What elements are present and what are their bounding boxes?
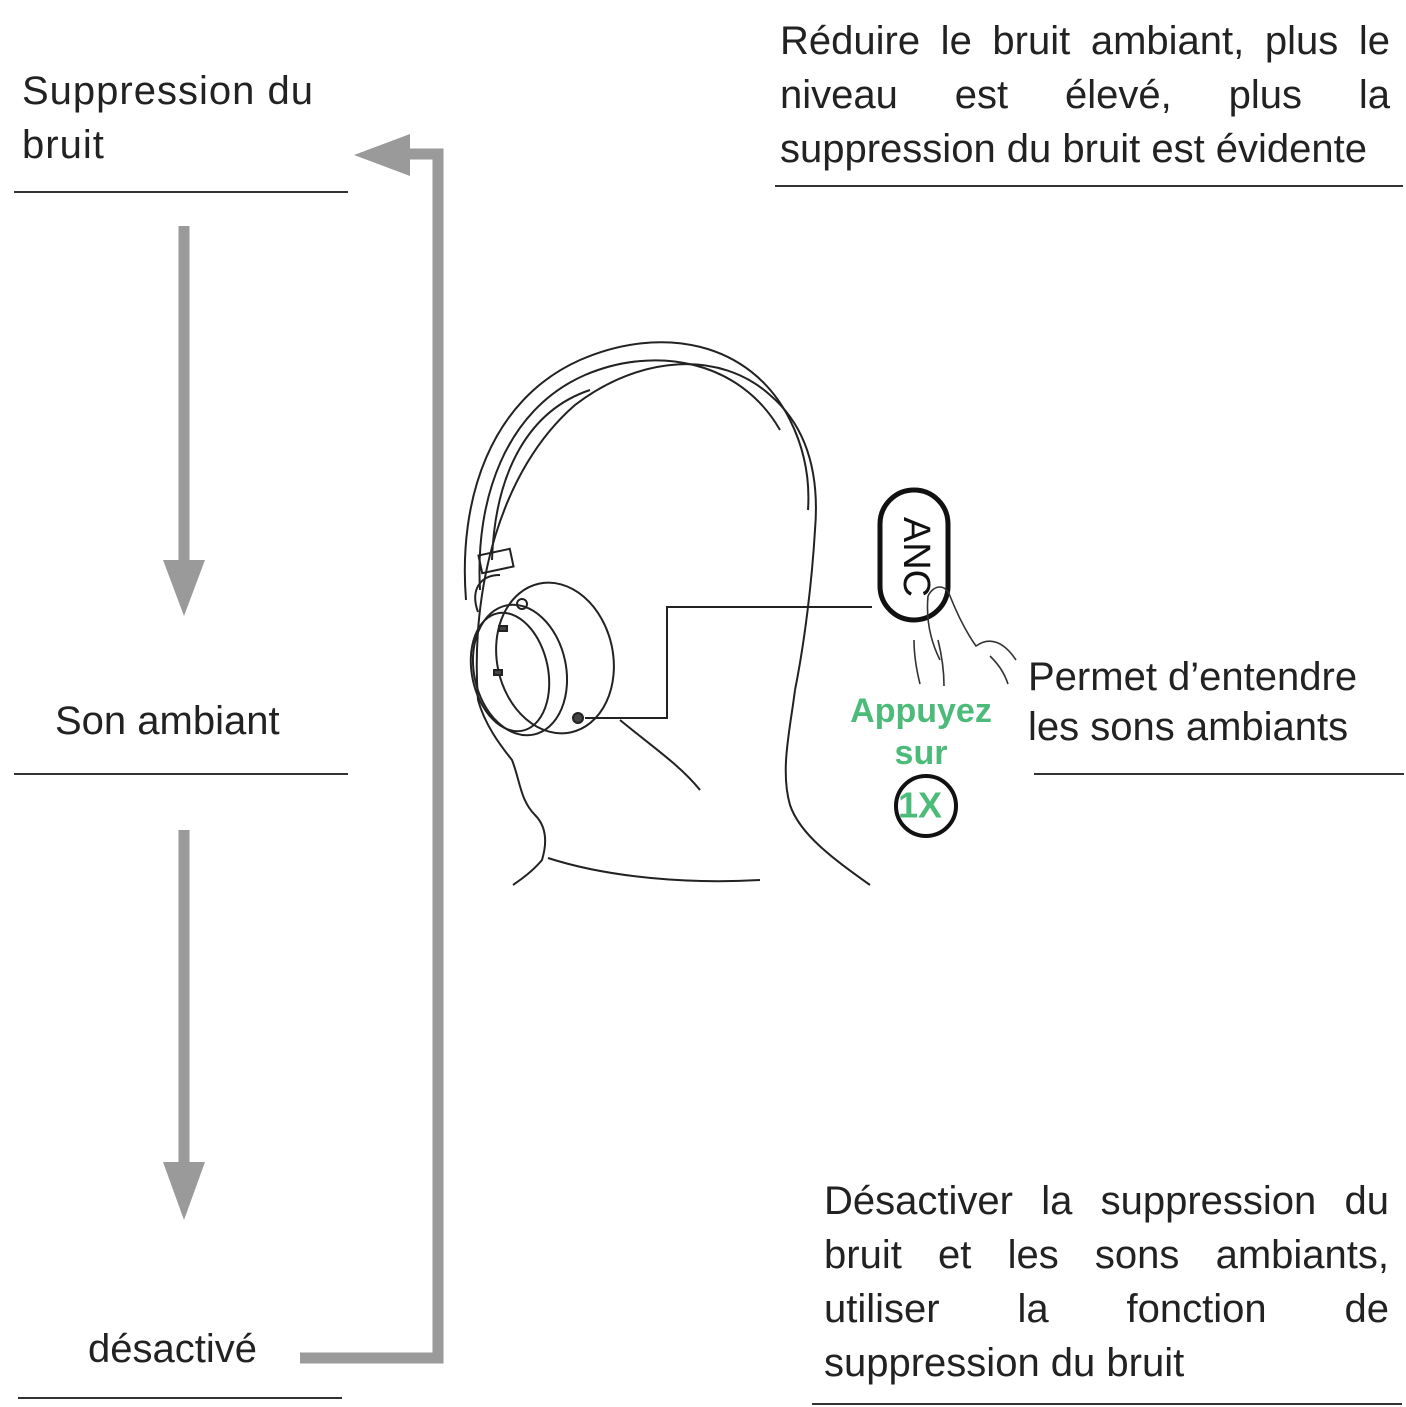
press-count-label: 1X bbox=[898, 785, 942, 826]
arrow-down-1 bbox=[163, 226, 205, 616]
anc-button[interactable]: ANC bbox=[877, 487, 951, 623]
rule-desc-off bbox=[812, 1403, 1402, 1405]
press-count-badge: 1X bbox=[894, 774, 958, 838]
head-illustration bbox=[475, 363, 871, 886]
press-instruction: Appuyez sur bbox=[850, 692, 992, 772]
rule-off bbox=[18, 1397, 342, 1399]
rule-ambient bbox=[14, 773, 348, 775]
mode-noise-cancel-label: Suppression du bruit bbox=[22, 69, 314, 167]
desc-off: Désactiver la suppression du bruit et le… bbox=[824, 1179, 1389, 1385]
callout-line bbox=[585, 606, 872, 719]
headphones-illustration bbox=[463, 341, 810, 737]
mode-ambient-label: Son ambiant bbox=[55, 699, 280, 743]
arrow-down-2 bbox=[163, 830, 205, 1220]
anc-button-label: ANC bbox=[895, 517, 937, 597]
rule-noise-cancel bbox=[14, 191, 348, 193]
rule-desc-noise-cancel bbox=[775, 185, 1403, 187]
arrow-return bbox=[300, 134, 444, 1364]
mode-off-label: désactivé bbox=[88, 1327, 257, 1371]
hand-icon bbox=[913, 586, 1017, 687]
desc-noise-cancel: Réduire le bruit ambiant, plus le niveau… bbox=[780, 19, 1390, 171]
desc-ambient: Permet d’entendre les sons ambiants bbox=[1028, 655, 1358, 749]
rule-desc-ambient bbox=[1034, 773, 1404, 775]
